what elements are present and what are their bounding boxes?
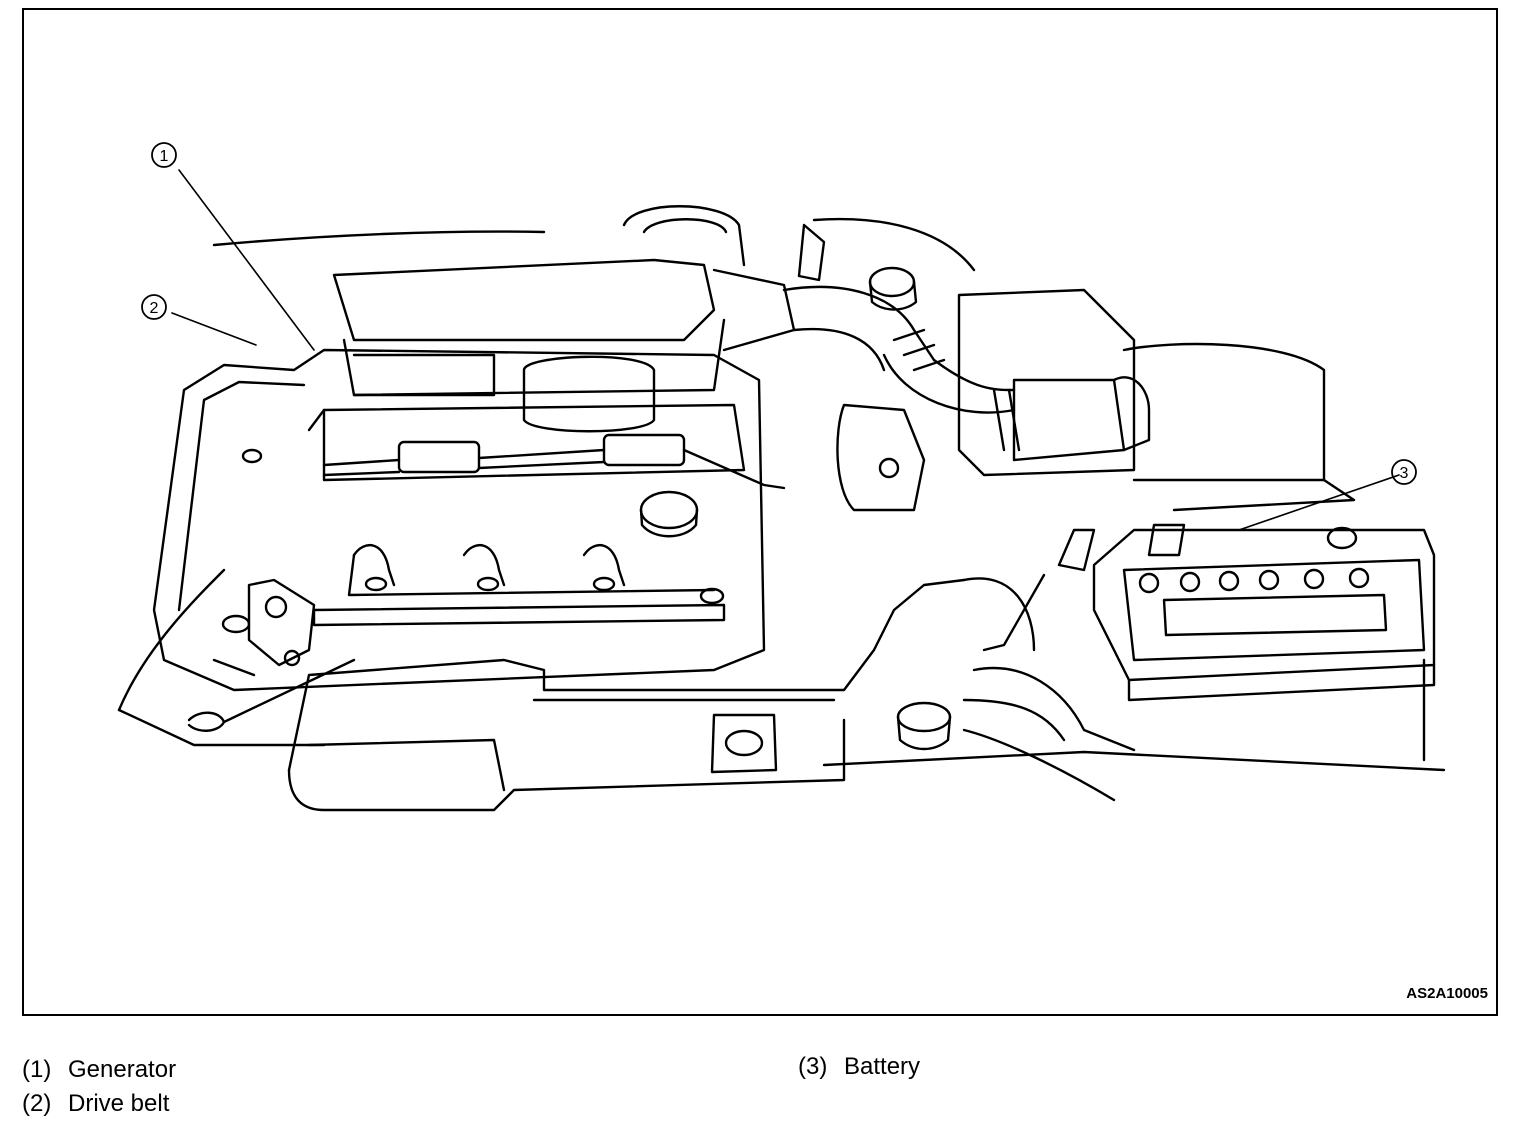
ignition-wiring <box>322 433 786 538</box>
legend-number: (2) <box>22 1090 52 1117</box>
legend-item-generator: (1) Generator <box>22 1058 176 1082</box>
legend-label: Drive belt <box>68 1090 170 1117</box>
reservoir-and-boxes <box>797 223 1356 512</box>
callout-3: 3 <box>1391 459 1417 485</box>
battery <box>982 523 1436 762</box>
cylinder-head-cover <box>152 348 766 732</box>
figure-frame: 1 2 3 AS2A10005 <box>22 8 1498 1016</box>
svg-text:3: 3 <box>1400 465 1409 482</box>
legend-label: Generator <box>68 1056 177 1083</box>
callout-leaders <box>171 169 1400 531</box>
svg-text:2: 2 <box>150 300 159 317</box>
legend-item-battery: (3) Battery <box>798 1055 920 1079</box>
intake-duct <box>332 205 1151 462</box>
figure-code: AS2A10005 <box>1406 985 1488 1002</box>
legend-number: (3) <box>798 1053 828 1080</box>
svg-text:1: 1 <box>160 148 169 165</box>
callout-2: 2 <box>141 294 167 320</box>
callout-1: 1 <box>151 142 177 168</box>
legend-label: Battery <box>844 1053 921 1080</box>
legend-number: (1) <box>22 1056 52 1083</box>
lower-intake-pipe <box>287 577 1136 812</box>
legend-item-drive-belt: (2) Drive belt <box>22 1092 169 1116</box>
engine-compartment-drawing: 1 2 3 <box>117 142 1446 812</box>
body-outline <box>117 217 1446 802</box>
